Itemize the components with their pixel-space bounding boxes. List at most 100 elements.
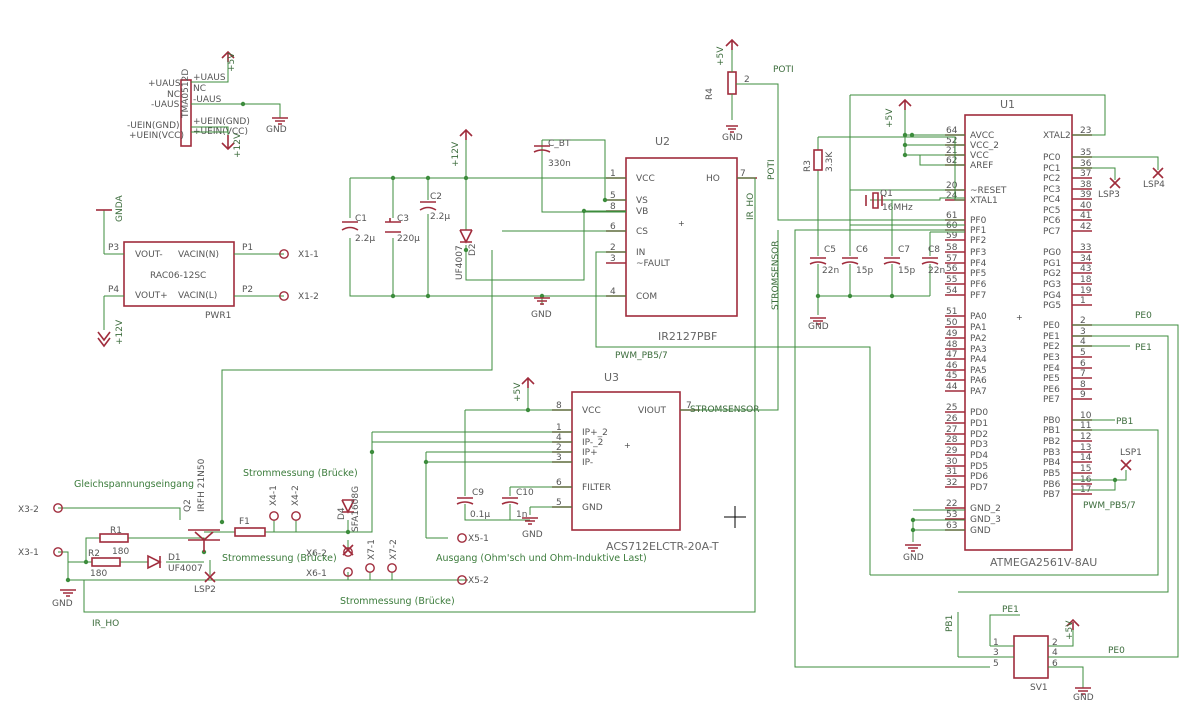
svg-text:VOUT+: VOUT+ xyxy=(135,291,168,301)
svg-text:220µ: 220µ xyxy=(397,234,420,244)
svg-text:C8: C8 xyxy=(928,245,940,255)
u1-pin-number: 38 xyxy=(1080,180,1092,190)
u1-pin-label: PF7 xyxy=(970,291,986,301)
svg-text:+5V: +5V xyxy=(1065,620,1075,640)
u1-pin-number: 64 xyxy=(946,126,958,136)
svg-text:C3: C3 xyxy=(397,214,409,224)
u1-pin-number: 48 xyxy=(946,340,958,350)
svg-text:GND: GND xyxy=(903,553,924,563)
annotation-bridge-3: Strommessung (Brücke) xyxy=(340,596,455,607)
u1-pin-label: PD1 xyxy=(970,419,988,429)
svg-text:PB1: PB1 xyxy=(1116,417,1133,427)
u1-pin-label: VCC xyxy=(970,151,989,161)
u3-name: U3 xyxy=(604,371,619,384)
u1-pin-label: PA4 xyxy=(970,355,987,365)
u1-pin-label: AVCC xyxy=(970,131,994,141)
svg-text:GND: GND xyxy=(722,133,743,143)
u2-pin-number: 8 xyxy=(610,202,616,212)
u1-pin-label: PC3 xyxy=(1043,185,1060,195)
connector-pad[interactable] xyxy=(279,249,289,259)
u1-pin-label: PE5 xyxy=(1043,374,1060,384)
u2-pin-label: IN xyxy=(636,248,645,258)
u1-pin-number: 20 xyxy=(946,181,958,191)
svg-text:VACIN(N): VACIN(N) xyxy=(178,250,219,260)
u1-pin-label: PA0 xyxy=(970,312,987,322)
u1-pin-label: PB7 xyxy=(1043,490,1060,500)
u1-pin-label: PD7 xyxy=(970,483,988,493)
u3-pin-number: 1 xyxy=(556,423,562,433)
u2-pin-number: 7 xyxy=(740,169,746,179)
u2-pin-label: COM xyxy=(636,292,657,302)
connector-pad[interactable] xyxy=(343,547,353,557)
connector-pad[interactable] xyxy=(343,567,353,577)
u2-pin-number: 5 xyxy=(610,191,616,201)
connector-label: X4-1 xyxy=(269,485,279,506)
svg-text:POTI: POTI xyxy=(773,65,794,75)
tma-name: TMA0512D xyxy=(181,69,191,119)
svg-text:P4: P4 xyxy=(108,285,119,295)
tma-dcdc-converter[interactable]: TMA0512D +UAUS NC -UAUS -UEIN(GND) +UEIN… xyxy=(127,50,288,158)
svg-text:C_BT: C_BT xyxy=(548,139,571,149)
u1-pin-number: 59 xyxy=(946,231,958,241)
u1-pin-number: 6 xyxy=(1080,359,1086,369)
u1-pin-label: PG2 xyxy=(1043,269,1061,279)
u1-pin-label: PB5 xyxy=(1043,469,1060,479)
u3-pin-label: IP+_2 xyxy=(582,428,608,438)
connector-pad[interactable] xyxy=(269,511,279,521)
connector-pad[interactable] xyxy=(365,563,375,573)
svg-text:PB1: PB1 xyxy=(945,615,955,632)
svg-text:R1: R1 xyxy=(110,526,122,536)
u1-pin-number: 5 xyxy=(1080,348,1086,358)
connector-pad[interactable] xyxy=(279,291,289,301)
svg-text:Q1: Q1 xyxy=(880,189,893,199)
u1-pin-number: 62 xyxy=(946,156,957,166)
connector-pad[interactable] xyxy=(387,563,397,573)
svg-text:15p: 15p xyxy=(856,266,873,276)
u3-pin-label: FILTER xyxy=(582,483,611,493)
connector-label: X3-2 xyxy=(18,505,39,515)
connector-pad[interactable] xyxy=(457,575,467,585)
svg-text:C7: C7 xyxy=(898,245,910,255)
sv1-header[interactable]: SV1 1 2 3 4 5 6 +5V GND PE1 PB1 PE0 PE0 … xyxy=(794,229,1179,703)
u1-pin-label: PB2 xyxy=(1043,437,1060,447)
svg-text:+5V: +5V xyxy=(227,52,237,72)
u1-pin-label: PB1 xyxy=(1043,426,1060,436)
u2-pin-label: CS xyxy=(636,227,648,237)
u1-pin-label: PF2 xyxy=(970,236,986,246)
u3-pin-label: IP- xyxy=(582,458,593,468)
svg-text:-UAUS: -UAUS xyxy=(151,100,180,110)
svg-text:180: 180 xyxy=(112,547,129,557)
svg-text:PE0: PE0 xyxy=(1108,646,1125,656)
u1-pin-label: PB0 xyxy=(1043,416,1061,426)
svg-text:C1: C1 xyxy=(355,214,367,224)
u2-pin-number: 2 xyxy=(610,243,616,253)
u1-pin-number: 30 xyxy=(946,457,958,467)
connector-pad[interactable] xyxy=(53,503,63,513)
u1-pin-label: PA3 xyxy=(970,345,987,355)
u1-pin-number: 11 xyxy=(1080,421,1091,431)
u3-pin-number: 3 xyxy=(556,453,562,463)
svg-text:PE0: PE0 xyxy=(1135,311,1152,321)
svg-text:C2: C2 xyxy=(430,192,442,202)
u1-pin-label: PA6 xyxy=(970,376,987,386)
u1-pin-label: PE3 xyxy=(1043,353,1060,363)
pwr1-module[interactable]: VOUT- VOUT+ VACIN(N) VACIN(L) RAC06-12SC… xyxy=(96,195,284,348)
u1-pin-number: 32 xyxy=(946,478,957,488)
svg-text:D2: D2 xyxy=(468,243,478,256)
u1-pin-number: 40 xyxy=(1080,201,1092,211)
connector-pad[interactable] xyxy=(53,547,63,557)
r4-potentiometer[interactable]: +5V R4 GND POTI POTI 2 xyxy=(705,38,965,221)
u1-pin-number: 56 xyxy=(946,264,958,274)
u2-value: IR2127PBF xyxy=(658,330,717,343)
u1-pin-number: 47 xyxy=(946,350,957,360)
svg-text:UF4007: UF4007 xyxy=(455,245,465,280)
connector-pad[interactable] xyxy=(291,511,301,521)
connector-pad[interactable] xyxy=(457,533,467,543)
u1-pin-number: 52 xyxy=(946,136,957,146)
supply-capacitors: +12V C1 2.2µ C3 220µ C2 2.2µ C_BT 330n D… xyxy=(221,128,626,522)
u1-pin-number: 25 xyxy=(946,403,957,413)
